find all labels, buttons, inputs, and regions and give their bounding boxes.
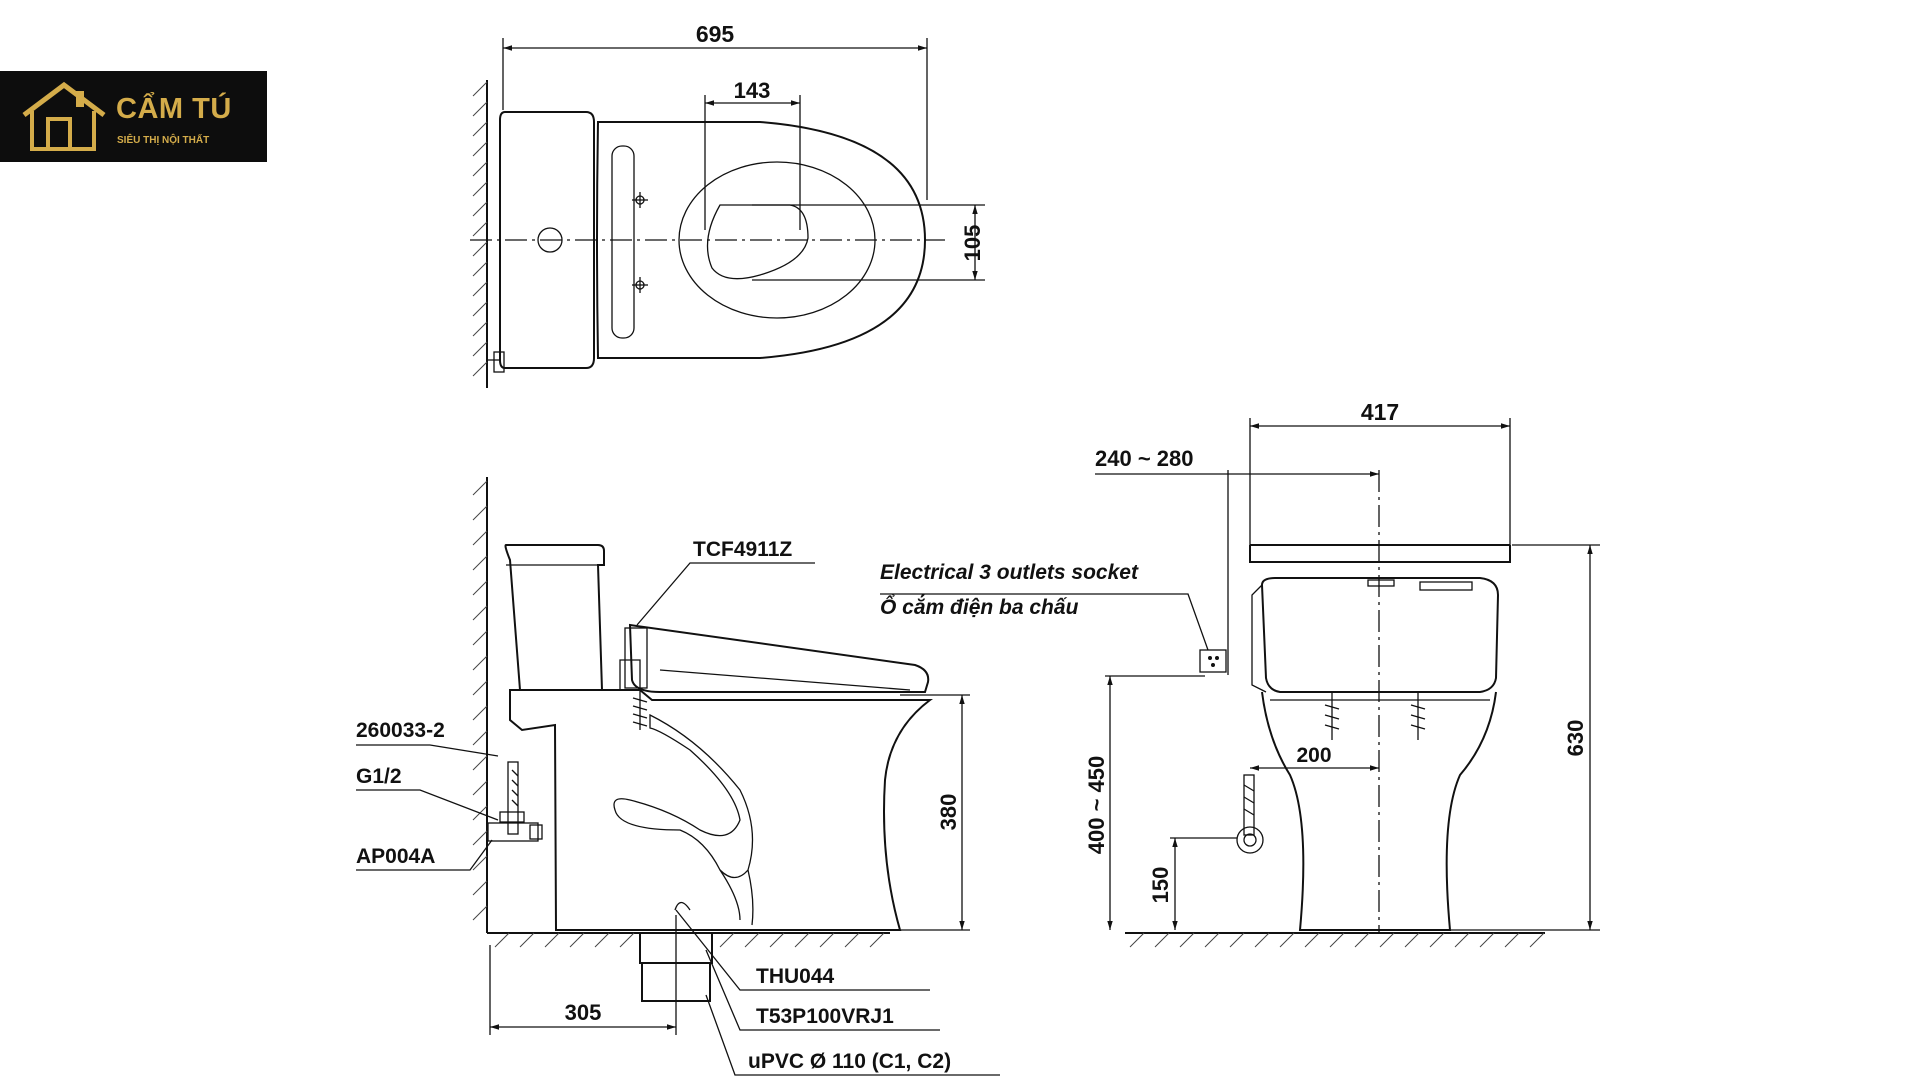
label-socket-en: Electrical 3 outlets socket <box>880 561 1139 584</box>
label-hose: 260033-2 <box>356 719 445 742</box>
dim-bowl-offset: 105 <box>960 225 985 262</box>
label-flange: THU044 <box>756 965 835 988</box>
label-valve: AP004A <box>356 845 435 868</box>
label-pipe: uPVC Ø 110 (C1, C2) <box>748 1050 951 1073</box>
dim-width: 417 <box>1361 399 1399 425</box>
dim-socket-range: 240 ~ 280 <box>1095 446 1193 471</box>
dim-height: 630 <box>1563 720 1588 757</box>
dim-inlet-height: 150 <box>1148 867 1173 904</box>
label-adapter: T53P100VRJ1 <box>756 1005 894 1028</box>
dim-rim-height: 380 <box>936 794 961 831</box>
brand-logo: CẨM TÚ SIÊU THỊ NỘI THẤT <box>0 71 267 162</box>
label-seat: TCF4911Z <box>693 538 792 561</box>
side-view: 380 305 TCF4911Z 260033-2 G1/2 AP004A TH… <box>356 477 1000 1076</box>
label-inlet: G1/2 <box>356 765 402 788</box>
front-view: 417 240 ~ 280 630 400 ~ 450 150 200 Elec… <box>880 399 1600 948</box>
brand-tagline: SIÊU THỊ NỘI THẤT <box>117 135 210 146</box>
brand-name: CẨM TÚ <box>116 93 232 125</box>
dim-seat-hole: 143 <box>734 78 771 103</box>
dim-drain-offset: 305 <box>565 1000 602 1025</box>
house-icon <box>22 81 106 151</box>
label-socket-vi: Ổ cắm điện ba chấu <box>880 595 1079 619</box>
top-view: 695 143 105 <box>470 21 985 388</box>
dim-socket-height: 400 ~ 450 <box>1084 756 1109 854</box>
dim-inlet-offset: 200 <box>1296 744 1331 767</box>
dim-total-length: 695 <box>696 21 735 47</box>
